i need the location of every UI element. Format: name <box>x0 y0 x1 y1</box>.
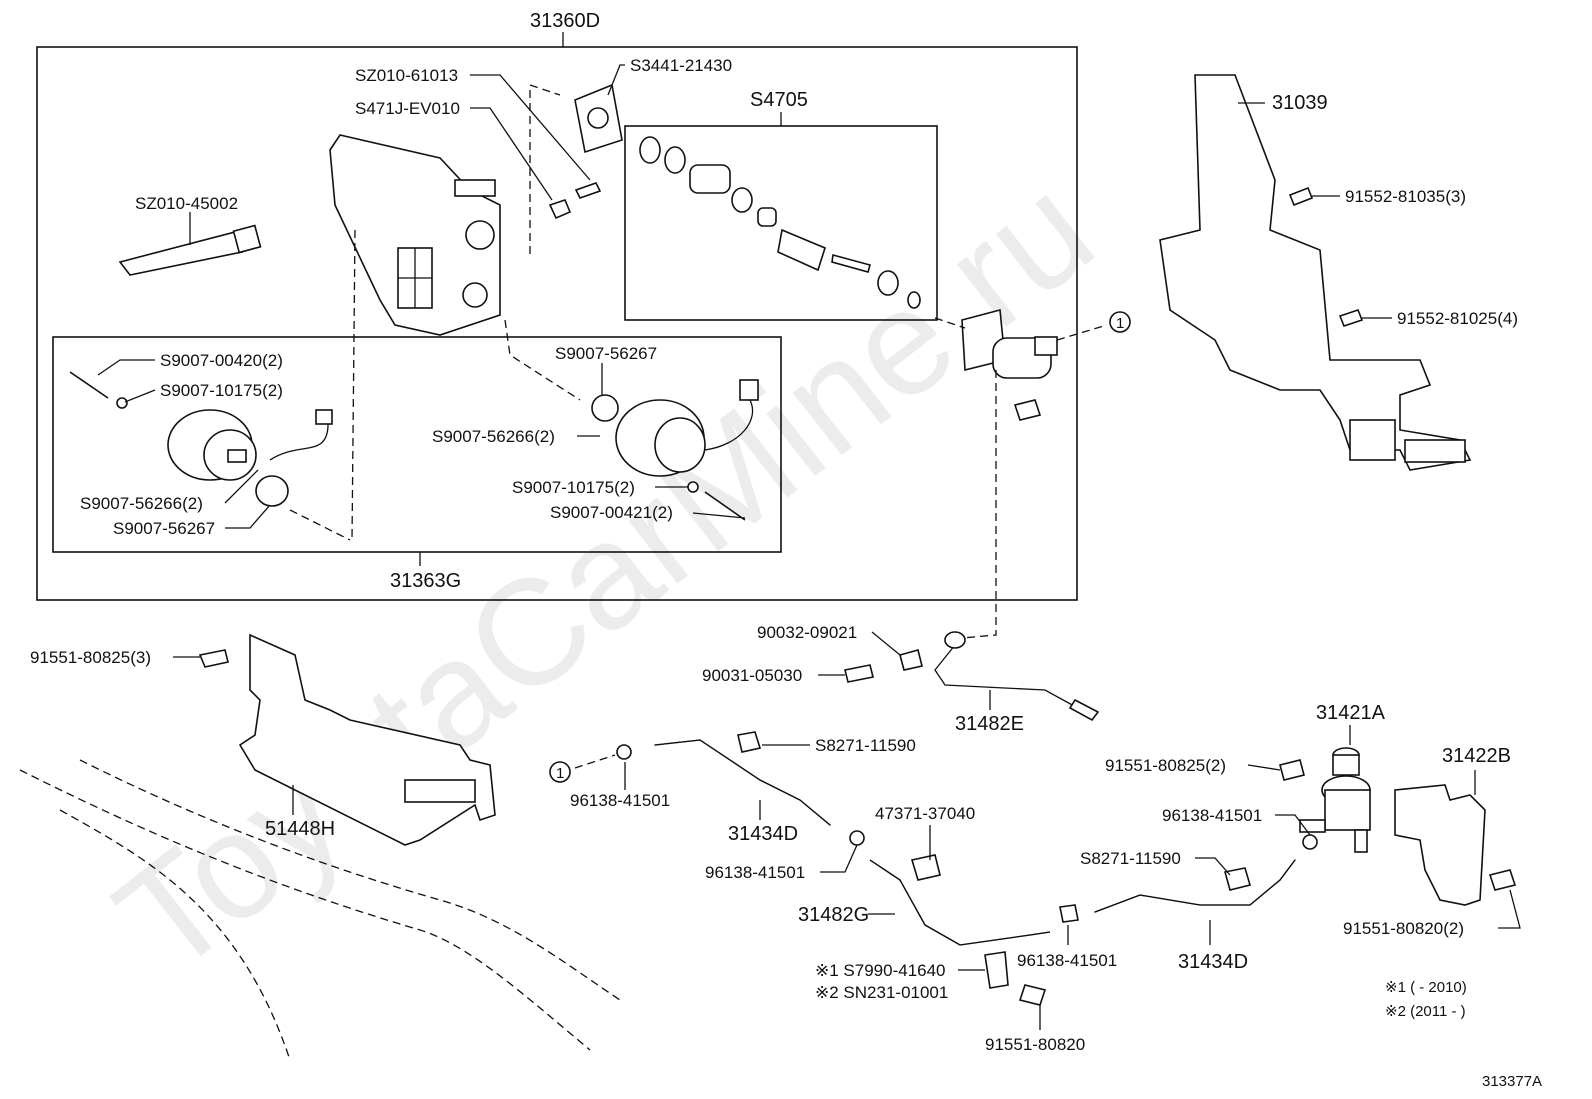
clip-sz010-61013 <box>548 199 572 220</box>
label-s9007-56266-b: S9007-56266(2) <box>432 427 555 446</box>
ref-circle-1-top-label: 1 <box>1116 315 1124 332</box>
label-31482e: 31482E <box>955 713 1024 735</box>
bolt-91551-80820-2 <box>1488 869 1517 891</box>
valve-body <box>329 134 501 336</box>
vsv-31421a <box>1299 747 1371 853</box>
label-sz010-45002: SZ010-45002 <box>135 194 238 213</box>
clip-47371 <box>910 854 941 881</box>
group-label-s4705: S4705 <box>750 89 808 111</box>
union-90032 <box>899 649 923 671</box>
label-96138-41501-c: 96138-41501 <box>1162 806 1262 825</box>
label-sn231-01001: ※2 SN231-01001 <box>815 983 948 1002</box>
clamp-s8271-b <box>1223 867 1252 891</box>
label-51448h: 51448H <box>265 818 335 840</box>
pipe-31482g <box>869 859 1051 946</box>
ref-circle-1-bottom <box>549 761 571 783</box>
label-s9007-10175-b: S9007-10175(2) <box>512 478 635 497</box>
label-90031-05030: 90031-05030 <box>702 666 802 685</box>
label-31421a: 31421A <box>1316 702 1386 724</box>
label-91552-81035: 91552-81035(3) <box>1345 187 1466 206</box>
frame-line <box>19 769 591 1051</box>
bolt-90031 <box>844 664 874 683</box>
pipe-31482e <box>934 644 1086 713</box>
label-s3441-21430: S3441-21430 <box>630 56 732 75</box>
label-91551-80820-2: 91551-80820(2) <box>1343 919 1464 938</box>
bolt-91551-80825-3 <box>198 649 229 668</box>
label-47371-37040: 47371-37040 <box>875 804 975 823</box>
label-s8271-11590-a: S8271-11590 <box>815 736 916 755</box>
group-label-31363g: 31363G <box>390 570 461 592</box>
diagram-id: 313377A <box>1482 1073 1542 1090</box>
bolt-91551-80820 <box>1018 984 1047 1006</box>
main-assembly-box <box>36 46 1078 601</box>
label-s7990-41640: ※1 S7990-41640 <box>815 961 946 980</box>
bracket-51448h <box>238 633 496 846</box>
group-label-31360d: 31360D <box>530 10 600 32</box>
label-96138-41501-b: 96138-41501 <box>705 863 805 882</box>
ref-circle-1-top <box>1109 311 1131 333</box>
footnote-1: ※1 ( - 2010) <box>1385 979 1467 996</box>
label-91551-80825-2: 91551-80825(2) <box>1105 756 1226 775</box>
label-s9007-00421: S9007-00421(2) <box>550 503 673 522</box>
hose-31434d-upper <box>654 739 831 826</box>
footnote-2: ※2 (2011 - ) <box>1385 1003 1466 1020</box>
label-s9007-56267-b: S9007-56267 <box>555 344 657 363</box>
clip-96138-b <box>849 830 865 846</box>
watermark: ToyotaCarMine.ru <box>86 144 1122 1005</box>
label-s9007-00420: S9007-00420(2) <box>160 351 283 370</box>
label-31434d-b: 31434D <box>1178 951 1248 973</box>
solenoid-box <box>52 336 782 553</box>
label-s9007-56267-a: S9007-56267 <box>113 519 215 538</box>
clip-s7990 <box>984 951 1009 989</box>
clamp-s8271-a <box>737 731 762 753</box>
clip-96138-d <box>1059 904 1079 923</box>
label-31039: 31039 <box>1272 92 1328 114</box>
label-91552-81025: 91552-81025(4) <box>1397 309 1518 328</box>
label-91551-80820: 91551-80820 <box>985 1035 1085 1054</box>
bleeder-bolt <box>1013 399 1042 421</box>
label-s9007-56266-a: S9007-56266(2) <box>80 494 203 513</box>
kit-parts <box>639 136 921 309</box>
label-31482g: 31482G <box>798 904 869 926</box>
solenoid-left <box>69 371 333 507</box>
bracket-31422b <box>1394 784 1486 906</box>
label-96138-41501-a: 96138-41501 <box>570 791 670 810</box>
label-s471j-ev010: S471J-EV010 <box>355 99 460 118</box>
sealant-tube <box>118 224 262 276</box>
screw-s471j <box>574 182 602 199</box>
slave-cylinder <box>961 308 1058 379</box>
clip-96138-c <box>1302 834 1318 850</box>
clip-96138-a <box>616 744 632 760</box>
bracket-31039 <box>1159 74 1472 471</box>
bolt-91551-80825-2 <box>1279 759 1305 781</box>
label-sz010-61013: SZ010-61013 <box>355 66 458 85</box>
bolt-91552-81025 <box>1338 309 1364 327</box>
ref-circle-1-bottom-label: 1 <box>556 765 564 782</box>
bolt-91552-81035 <box>1288 186 1314 207</box>
label-s9007-10175-a: S9007-10175(2) <box>160 381 283 400</box>
label-90032-09021: 90032-09021 <box>757 623 857 642</box>
label-96138-41501-d: 96138-41501 <box>1017 951 1117 970</box>
solenoid-right <box>591 379 759 521</box>
label-91551-80825-3: 91551-80825(3) <box>30 648 151 667</box>
label-31422b: 31422B <box>1442 745 1511 767</box>
label-31434d-a: 31434D <box>728 823 798 845</box>
label-s8271-11590-b: S8271-11590 <box>1080 849 1181 868</box>
